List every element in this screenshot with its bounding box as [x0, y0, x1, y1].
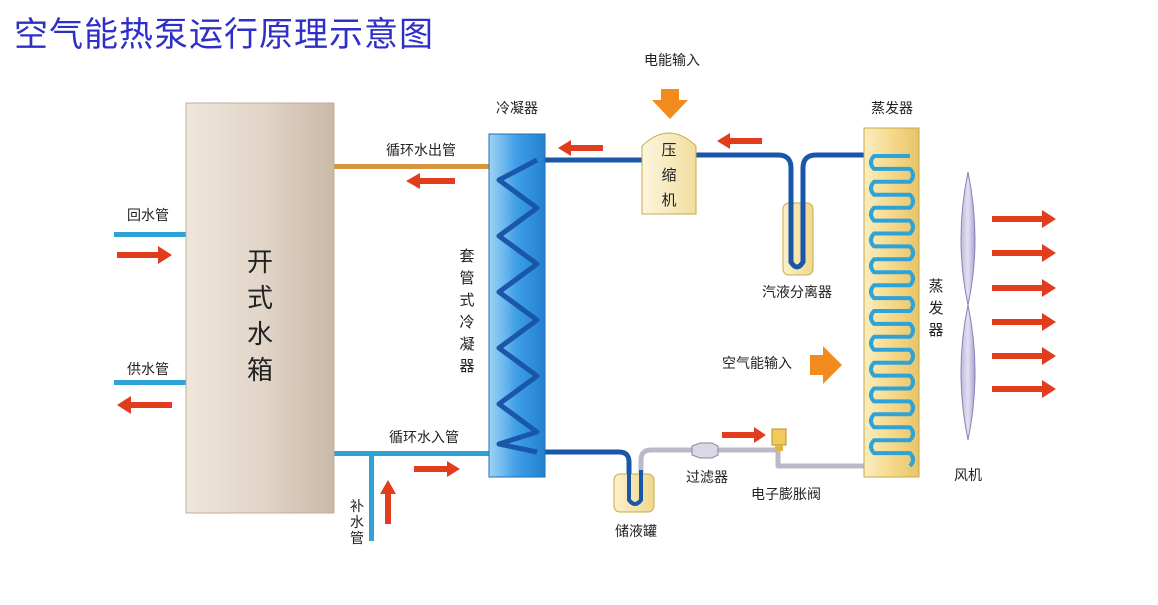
flow-arrow-icon: [992, 279, 1056, 297]
svg-text:开: 开: [247, 248, 273, 278]
evaporator-side-label: 蒸 发 器: [928, 277, 943, 339]
flow-arrow-icon: [117, 246, 172, 264]
fan-blade-icon: [960, 171, 976, 441]
circ-out-label: 循环水出管: [386, 143, 456, 159]
svg-text:发: 发: [928, 299, 943, 317]
svg-text:水: 水: [350, 515, 364, 531]
makeup-pipe: [369, 451, 374, 541]
tank-label: 开 式 水 箱: [247, 248, 273, 386]
electronic-expansion-valve: [771, 428, 787, 451]
svg-text:式: 式: [459, 291, 474, 309]
filter: [691, 442, 719, 459]
flow-arrow-icon: [717, 133, 762, 149]
svg-text:机: 机: [661, 191, 676, 209]
valve-label: 电子膨胀阀: [751, 486, 821, 503]
svg-text:蒸: 蒸: [928, 277, 943, 295]
svg-text:补: 补: [350, 499, 364, 515]
open-water-tank: [185, 102, 335, 514]
flow-arrow-icon: [380, 480, 396, 524]
flow-arrow-icon: [992, 313, 1056, 331]
svg-text:管: 管: [350, 531, 364, 547]
svg-text:器: 器: [459, 357, 474, 375]
condenser-label: 冷凝器: [496, 101, 538, 117]
compressor: 压 缩 机: [641, 132, 697, 215]
supply-pipe: [114, 380, 186, 385]
flow-arrows: [117, 133, 766, 524]
receiver-label: 储液罐: [615, 524, 657, 540]
flow-arrow-icon: [992, 380, 1056, 398]
filter-label: 过滤器: [686, 470, 728, 486]
liquid-receiver: [613, 473, 655, 513]
makeup-pipe-label: 补 水 管: [350, 499, 364, 547]
supply-pipe-label: 供水管: [127, 362, 169, 378]
return-pipe: [114, 232, 186, 237]
svg-text:压: 压: [661, 141, 676, 159]
svg-text:水: 水: [247, 320, 273, 350]
return-pipe-label: 回水管: [127, 208, 169, 224]
flow-arrow-icon: [558, 140, 603, 156]
fan-output-arrows: [992, 210, 1056, 398]
separator-label: 汽液分离器: [762, 284, 832, 301]
flow-arrow-icon: [992, 210, 1056, 228]
svg-text:冷: 冷: [459, 313, 474, 331]
air-input-arrow: [810, 346, 842, 384]
svg-text:凝: 凝: [459, 335, 474, 353]
svg-text:套: 套: [459, 247, 474, 265]
svg-text:箱: 箱: [247, 356, 273, 386]
condenser-coil: [496, 157, 540, 455]
svg-text:缩: 缩: [661, 166, 676, 184]
flow-arrow-icon: [992, 347, 1056, 365]
page-title: 空气能热泵运行原理示意图: [14, 15, 434, 55]
air-input-label: 空气能输入: [722, 356, 792, 372]
circ-out-pipe: [334, 164, 490, 169]
evaporator-label: 蒸发器: [871, 101, 913, 117]
electric-input-arrow: [652, 89, 688, 119]
svg-text:式: 式: [247, 284, 273, 314]
circ-in-label: 循环水入管: [389, 430, 459, 446]
flow-arrow-icon: [414, 461, 460, 477]
condenser-side-label: 套 管 式 冷 凝 器: [459, 247, 474, 375]
flow-arrow-icon: [992, 244, 1056, 262]
circ-in-pipe: [334, 451, 490, 456]
flow-arrow-icon: [406, 173, 455, 189]
svg-text:管: 管: [459, 269, 474, 287]
electric-input-label: 电能输入: [644, 53, 700, 69]
fan-label: 风机: [954, 468, 982, 484]
water-pipes: [114, 164, 490, 541]
flow-arrow-icon: [722, 427, 766, 443]
svg-text:器: 器: [928, 321, 943, 339]
evaporator-coil: [869, 154, 915, 468]
flow-arrow-icon: [117, 396, 172, 414]
